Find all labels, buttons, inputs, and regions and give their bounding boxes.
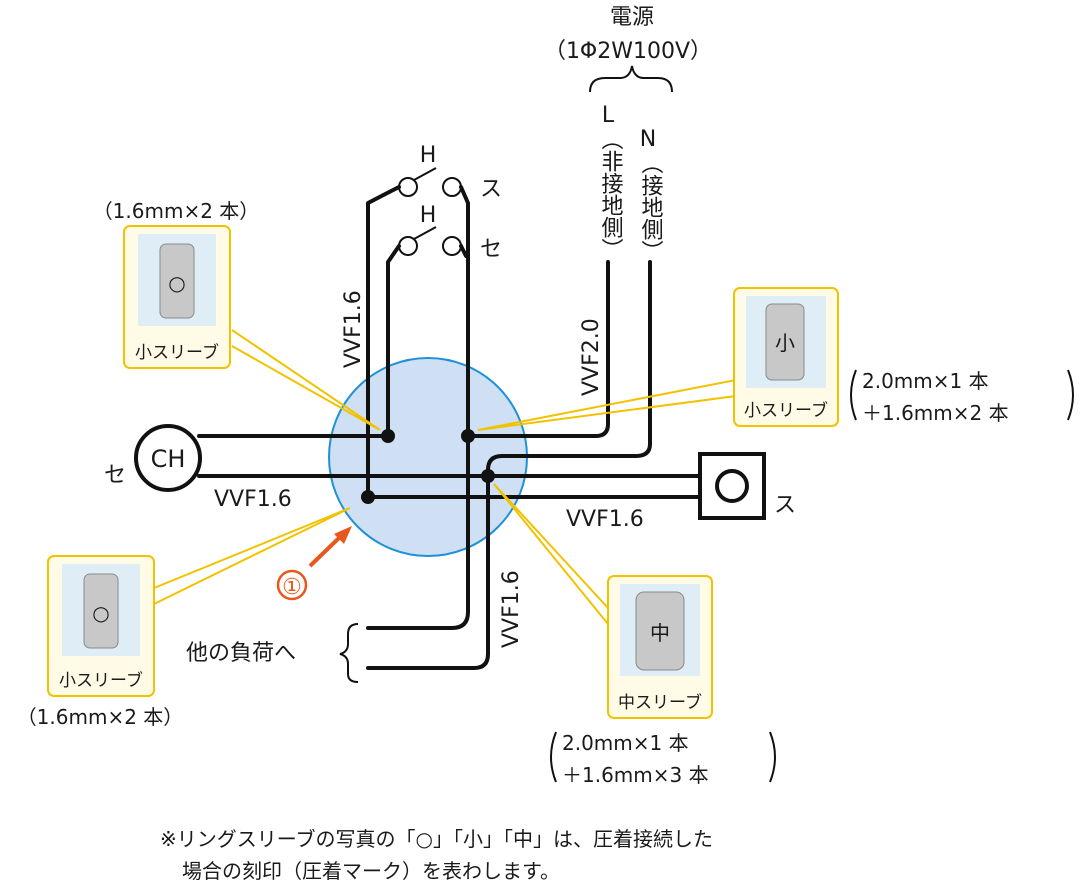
ceiling-light-ch: CH: [151, 445, 186, 473]
switch-1-contact-left: [398, 177, 418, 197]
arrow-head: [334, 526, 352, 544]
leader-right: [477, 379, 737, 431]
sleeve-mark: ○: [92, 601, 109, 625]
switch-1-contact-right: [442, 177, 462, 197]
sleeve-name: 中スリーブ: [618, 692, 702, 713]
power-brace: [589, 65, 673, 93]
marker-1: ①: [282, 575, 302, 600]
ceiling-light-label: セ: [104, 463, 126, 488]
wires: [197, 185, 702, 670]
sleeve-spec: 2.0mm×1 本: [562, 731, 689, 755]
sleeve-spec: （1.6mm×2 本）: [17, 705, 184, 729]
footnote-line-1: ※リングスリーブの写真の「○」「小」「中」は、圧着接続した: [160, 827, 713, 851]
sleeve-spec: 2.0mm×1 本: [862, 369, 989, 393]
marker-1-circle: [276, 569, 308, 601]
sleeve-callout-top-left: （1.6mm×2 本） ○ 小スリーブ: [93, 199, 260, 369]
line-N-letter: N: [640, 127, 656, 152]
switch-2-blade: [413, 226, 437, 240]
lamp-label: ス: [774, 493, 796, 518]
sleeve-mark: ○: [168, 271, 185, 295]
leader-bottom: [493, 483, 609, 625]
sleeve-callout-bottom-left: ○ 小スリーブ （1.6mm×2 本）: [17, 555, 184, 729]
power-source-title: 電源: [610, 5, 654, 30]
other-load-brace: [339, 623, 359, 683]
leader-top-left: [231, 329, 381, 431]
sleeve-mark: 中: [650, 621, 670, 645]
switch-1-h: H: [420, 143, 437, 168]
sleeve-callout-right: 小 小スリーブ 2.0mm×1 本 ＋1.6mm×2 本: [733, 287, 1074, 427]
switch-2-contact-right: [442, 236, 462, 256]
line-L-side: （非接地側）: [598, 128, 624, 260]
vvf-label-right: VVF1.6: [566, 507, 644, 532]
ceiling-light-symbol: [134, 424, 202, 492]
junction-dot: [461, 429, 475, 443]
lamp-circle: [715, 469, 749, 503]
vvf-label-left: VVF1.6: [341, 290, 366, 368]
sleeve-spec: （1.6mm×2 本）: [93, 199, 260, 223]
sleeve-mark: 小: [775, 331, 795, 355]
vvf-label-down: VVF1.6: [499, 570, 524, 648]
vvf-label-bottom-left: VVF1.6: [214, 487, 292, 512]
switch-2-contact-left: [398, 236, 418, 256]
power-source-spec: （1Φ2W100V）: [544, 39, 712, 64]
switch-1-blade: [413, 167, 437, 181]
junction-dot: [381, 429, 395, 443]
sleeve-spec: ＋1.6mm×3 本: [562, 763, 709, 787]
switch-2-h: H: [420, 203, 437, 228]
arrow-shaft: [308, 535, 342, 568]
footnote-line-2: 場合の刻印（圧着マーク）を表わします。: [182, 859, 560, 883]
junction-dot: [361, 490, 375, 504]
other-load-label: 他の負荷へ: [186, 641, 296, 666]
sleeve-name: 小スリーブ: [744, 400, 828, 421]
sleeve-name: 小スリーブ: [135, 342, 219, 363]
line-L-letter: L: [602, 103, 615, 128]
sleeve-callout-bottom: 中 中スリーブ 2.0mm×1 本 ＋1.6mm×3 本: [550, 575, 776, 787]
leader-bottom-left: [153, 507, 351, 605]
vvf-label-20: VVF2.0: [579, 318, 604, 396]
sleeve-spec: ＋1.6mm×2 本: [862, 401, 1009, 425]
sleeve-name: 小スリーブ: [59, 670, 143, 691]
switch-1-label: ス: [480, 177, 502, 202]
junction-dot: [481, 469, 495, 483]
line-N-side: （接地側）: [638, 152, 664, 262]
switch-2-label: セ: [480, 237, 502, 262]
